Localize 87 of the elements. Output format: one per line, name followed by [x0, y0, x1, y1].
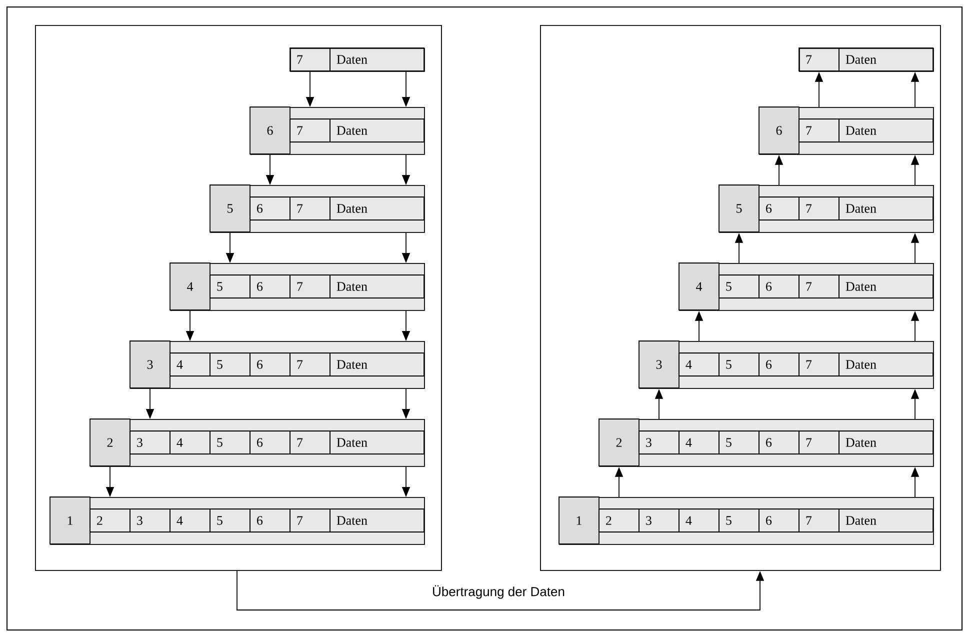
panel-frame [540, 25, 941, 571]
data-packet [718, 184, 934, 233]
field-cell: 4 [678, 430, 720, 454]
header-cell: 3 [130, 340, 170, 388]
field-cell: 6 [250, 352, 290, 376]
field-cell: 7 [290, 274, 330, 298]
data-cell: Daten [838, 48, 934, 72]
header-cell: 1 [50, 496, 90, 544]
field-cell: 4 [170, 352, 210, 376]
field-cell: 6 [250, 430, 290, 454]
data-cell: Daten [838, 430, 934, 454]
field-cell: 7 [290, 48, 330, 72]
field-cell: 6 [250, 274, 290, 298]
data-cell: Daten [838, 196, 934, 220]
field-cell: 4 [170, 508, 210, 532]
data-cell: Daten [838, 508, 934, 532]
data-cell: Daten [838, 274, 934, 298]
data-packet [598, 418, 934, 467]
data-cell: Daten [330, 48, 424, 72]
panel-frame [35, 25, 442, 571]
field-cell: 7 [798, 508, 840, 532]
field-cell: 5 [210, 430, 250, 454]
header-cell: 2 [598, 418, 640, 466]
header-cell: 6 [758, 106, 800, 154]
data-cell: Daten [838, 352, 934, 376]
field-cell: 5 [718, 352, 760, 376]
data-cell: Daten [330, 508, 424, 532]
field-cell: 4 [678, 352, 720, 376]
field-cell: 5 [210, 508, 250, 532]
field-cell: 7 [290, 352, 330, 376]
data-packet [290, 48, 425, 72]
field-cell: 7 [798, 118, 840, 142]
header-cell: 6 [250, 106, 290, 154]
data-cell: Daten [330, 274, 424, 298]
field-cell: 2 [598, 508, 640, 532]
data-packet [90, 418, 425, 467]
field-cell: 7 [290, 508, 330, 532]
header-cell: 5 [210, 184, 250, 232]
field-cell: 7 [798, 352, 840, 376]
header-cell: 2 [90, 418, 130, 466]
field-cell: 6 [758, 196, 800, 220]
field-cell: 5 [210, 274, 250, 298]
field-cell: 3 [638, 430, 680, 454]
header-cell: 3 [638, 340, 680, 388]
data-packet [558, 496, 934, 545]
field-cell: 7 [798, 48, 840, 72]
header-cell: 4 [170, 262, 210, 310]
field-cell: 5 [718, 430, 760, 454]
data-cell: Daten [330, 352, 424, 376]
field-cell: 2 [90, 508, 130, 532]
field-cell: 7 [290, 118, 330, 142]
field-cell: 3 [130, 430, 170, 454]
field-cell: 5 [718, 274, 760, 298]
field-cell: 3 [638, 508, 680, 532]
field-cell: 4 [170, 430, 210, 454]
data-cell: Daten [330, 118, 424, 142]
data-cell: Daten [330, 196, 424, 220]
data-packet [130, 340, 425, 389]
header-cell: 5 [718, 184, 760, 232]
data-cell: Daten [838, 118, 934, 142]
field-cell: 6 [250, 196, 290, 220]
field-cell: 6 [758, 430, 800, 454]
field-cell: 6 [758, 508, 800, 532]
header-cell: 1 [558, 496, 600, 544]
field-cell: 7 [798, 430, 840, 454]
field-cell: 7 [798, 196, 840, 220]
field-cell: 4 [678, 508, 720, 532]
field-cell: 3 [130, 508, 170, 532]
field-cell: 6 [758, 352, 800, 376]
data-packet [678, 262, 934, 311]
field-cell: 7 [798, 274, 840, 298]
edge-label: Übertragung der Daten [433, 585, 564, 599]
data-packet [250, 106, 425, 155]
data-cell: Daten [330, 430, 424, 454]
data-packet [170, 262, 425, 311]
data-packet [638, 340, 934, 389]
field-cell: 7 [290, 196, 330, 220]
header-cell: 4 [678, 262, 720, 310]
data-packet [210, 184, 425, 233]
field-cell: 7 [290, 430, 330, 454]
field-cell: 5 [210, 352, 250, 376]
field-cell: 6 [250, 508, 290, 532]
data-packet [798, 48, 934, 72]
data-packet [50, 496, 425, 545]
data-packet [758, 106, 934, 155]
field-cell: 6 [758, 274, 800, 298]
field-cell: 5 [718, 508, 760, 532]
